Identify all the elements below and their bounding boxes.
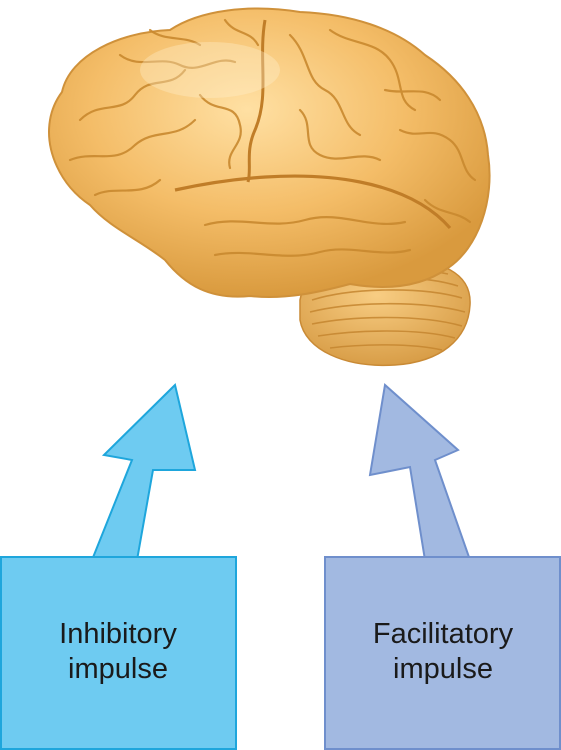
facilitatory-label-line1: Facilitatory — [372, 618, 514, 650]
brain-illustration — [48, 7, 491, 367]
inhibitory-label-line1: Inhibitory — [59, 618, 177, 650]
inhibitory-label-line2: impulse — [68, 653, 168, 685]
inhibitory-arrow — [90, 383, 197, 561]
facilitatory-impulse-label: Facilitatory impulse — [325, 617, 561, 687]
facilitatory-label-line2: impulse — [393, 653, 493, 685]
inhibitory-impulse-label: Inhibitory impulse — [0, 617, 236, 687]
facilitatory-impulse-box — [324, 556, 561, 750]
inhibitory-impulse-box — [0, 556, 237, 750]
cerebrum — [48, 7, 491, 299]
facilitatory-arrow — [368, 383, 472, 561]
